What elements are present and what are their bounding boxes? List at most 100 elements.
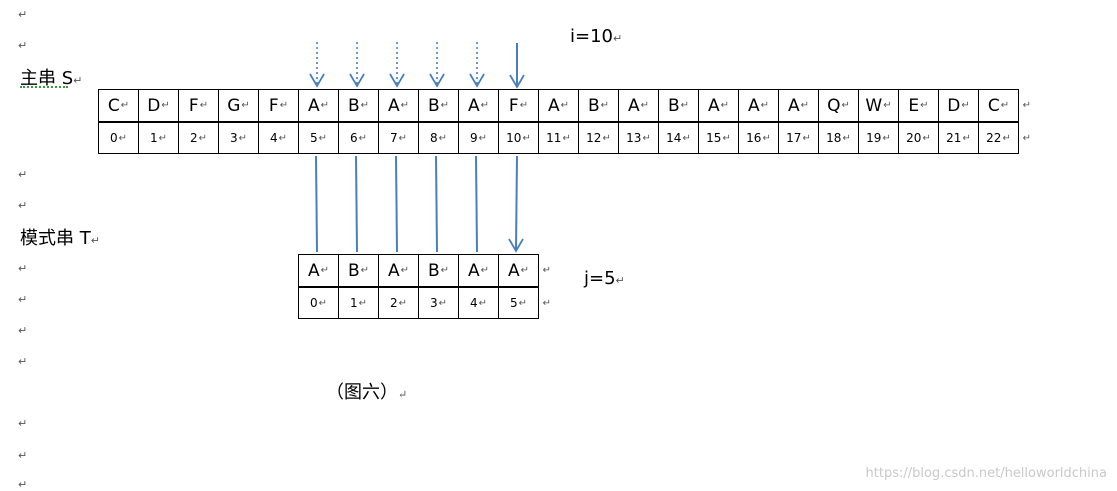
main-index-cell-8: 8↵ [418,122,459,154]
main-index-cell-10: 10↵ [498,122,539,154]
main-char-cell-1: D↵ [138,89,179,122]
row-end-mark: ↵ [542,297,551,309]
pattern-char-cell-4: A↵ [458,254,499,287]
cell-mark: ↵ [358,297,368,309]
pattern-char-cell-text: A [467,260,480,281]
main-index-cell-16: 16↵ [738,122,779,154]
arrow-head [508,238,524,253]
i-value-label: i=10↵ [570,26,622,47]
cell-mark: ↵ [962,132,971,144]
main-char-cell-21: D↵ [938,89,979,122]
paragraph-mark: ↵ [18,417,28,430]
mismatch-arrow-line [515,155,518,250]
main-char-cell-text: A [787,95,800,116]
main-string-chars-row: C↵D↵F↵G↵F↵A↵B↵A↵B↵A↵F↵A↵B↵A↵B↵A↵A↵A↵Q↵W↵… [98,89,1031,122]
pattern-char-cell-2: A↵ [378,254,419,287]
main-char-cell-3: G↵ [218,89,259,122]
pattern-char-cell-text: A [387,260,400,281]
row-end-mark: ↵ [542,265,551,276]
pattern-char-cell-text: B [347,260,360,281]
cell-mark: ↵ [318,297,328,309]
main-index-cell-15: 15↵ [698,122,739,154]
main-index-cell-14: 14↵ [658,122,699,154]
pattern-char-cell-1: B↵ [338,254,379,287]
main-string-text: 主串 S [20,68,74,89]
main-char-cell-10: F↵ [498,89,539,122]
main-index-cell-text: 18 [826,131,842,145]
main-char-cell-text: A [547,95,560,116]
main-char-cell-text: W [865,95,883,116]
main-index-cell-20: 20↵ [898,122,939,154]
cell-mark: ↵ [320,100,330,111]
cell-mark: ↵ [440,100,450,111]
main-char-cell-4: F↵ [258,89,299,122]
main-char-cell-11: A↵ [538,89,579,122]
main-char-cell-22: C↵↵ [978,89,1031,122]
main-char-cell-text: C [107,95,120,116]
main-index-cell-9: 9↵ [458,122,499,154]
cell-mark: ↵ [722,132,731,144]
main-char-cell-6: B↵ [338,89,379,122]
pattern-char-cell-text: A [507,260,520,281]
cell-mark: ↵ [438,132,448,144]
main-index-cell-17: 17↵ [778,122,819,154]
main-index-cell-6: 6↵ [338,122,379,154]
cell-mark: ↵ [278,132,288,144]
main-char-cell-text: F [268,95,279,116]
main-char-cell-18: Q↵ [818,89,859,122]
cell-mark: ↵ [400,265,410,276]
main-index-cell-text: 15 [706,131,722,145]
paragraph-mark: ↵ [18,199,28,212]
main-char-cell-14: B↵ [658,89,699,122]
cell-mark: ↵ [238,132,248,144]
main-string-label: 主串 S↵ [20,64,82,90]
cell-mark: ↵ [602,132,611,144]
main-index-cell-text: 0 [109,131,118,145]
main-index-cell-2: 2↵ [178,122,219,154]
cell-mark: ↵ [760,100,770,111]
arrow-head [469,73,485,88]
cell-mark: ↵ [882,132,891,144]
cell-mark: ↵ [161,100,170,111]
row-end-mark: ↵ [1022,132,1031,144]
cell-mark: ↵ [642,132,651,144]
main-char-cell-text: D [947,95,961,116]
cell-mark: ↵ [118,132,128,144]
main-index-cell-0: 0↵ [98,122,139,154]
main-char-cell-text: B [427,95,440,116]
main-index-cell-text: 20 [906,131,922,145]
cell-mark: ↵ [522,132,531,144]
cell-mark: ↵ [279,100,289,111]
paragraph-mark: ↵ [18,324,28,337]
main-char-cell-text: A [387,95,400,116]
cell-mark: ↵ [600,100,610,111]
cell-mark: ↵ [318,132,328,144]
cell-mark: ↵ [198,132,208,144]
arrow-head [389,73,405,88]
pattern-index-cell-text: 1 [349,296,358,310]
figure-caption-text: （图六） [326,382,398,403]
cell-mark: ↵ [682,132,691,144]
pattern-index-cell-3: 3↵ [418,287,459,319]
main-index-cell-12: 12↵ [578,122,619,154]
main-char-cell-9: A↵ [458,89,499,122]
paragraph-mark: ↵ [18,449,28,462]
main-index-cell-1: 1↵ [138,122,179,154]
cell-mark: ↵ [480,265,490,276]
paragraph-mark: ↵ [18,39,28,52]
main-index-cell-text: 22 [986,131,1002,145]
main-char-cell-text: Q [827,95,841,116]
cell-mark: ↵ [1000,100,1010,111]
main-string-index-row: 0↵1↵2↵3↵4↵5↵6↵7↵8↵9↵10↵11↵12↵13↵14↵15↵16… [98,122,1031,154]
cell-mark: ↵ [360,100,370,111]
pattern-char-cell-0: A↵ [298,254,339,287]
main-char-cell-20: E↵ [898,89,939,122]
cell-mark: ↵ [199,100,209,111]
main-char-cell-text: A [707,95,720,116]
paragraph-mark: ↵ [613,32,623,45]
main-index-cell-text: 19 [866,131,882,145]
match-line [475,155,478,253]
cell-mark: ↵ [562,132,571,144]
main-index-cell-4: 4↵ [258,122,299,154]
main-index-cell-text: 4 [269,131,278,145]
